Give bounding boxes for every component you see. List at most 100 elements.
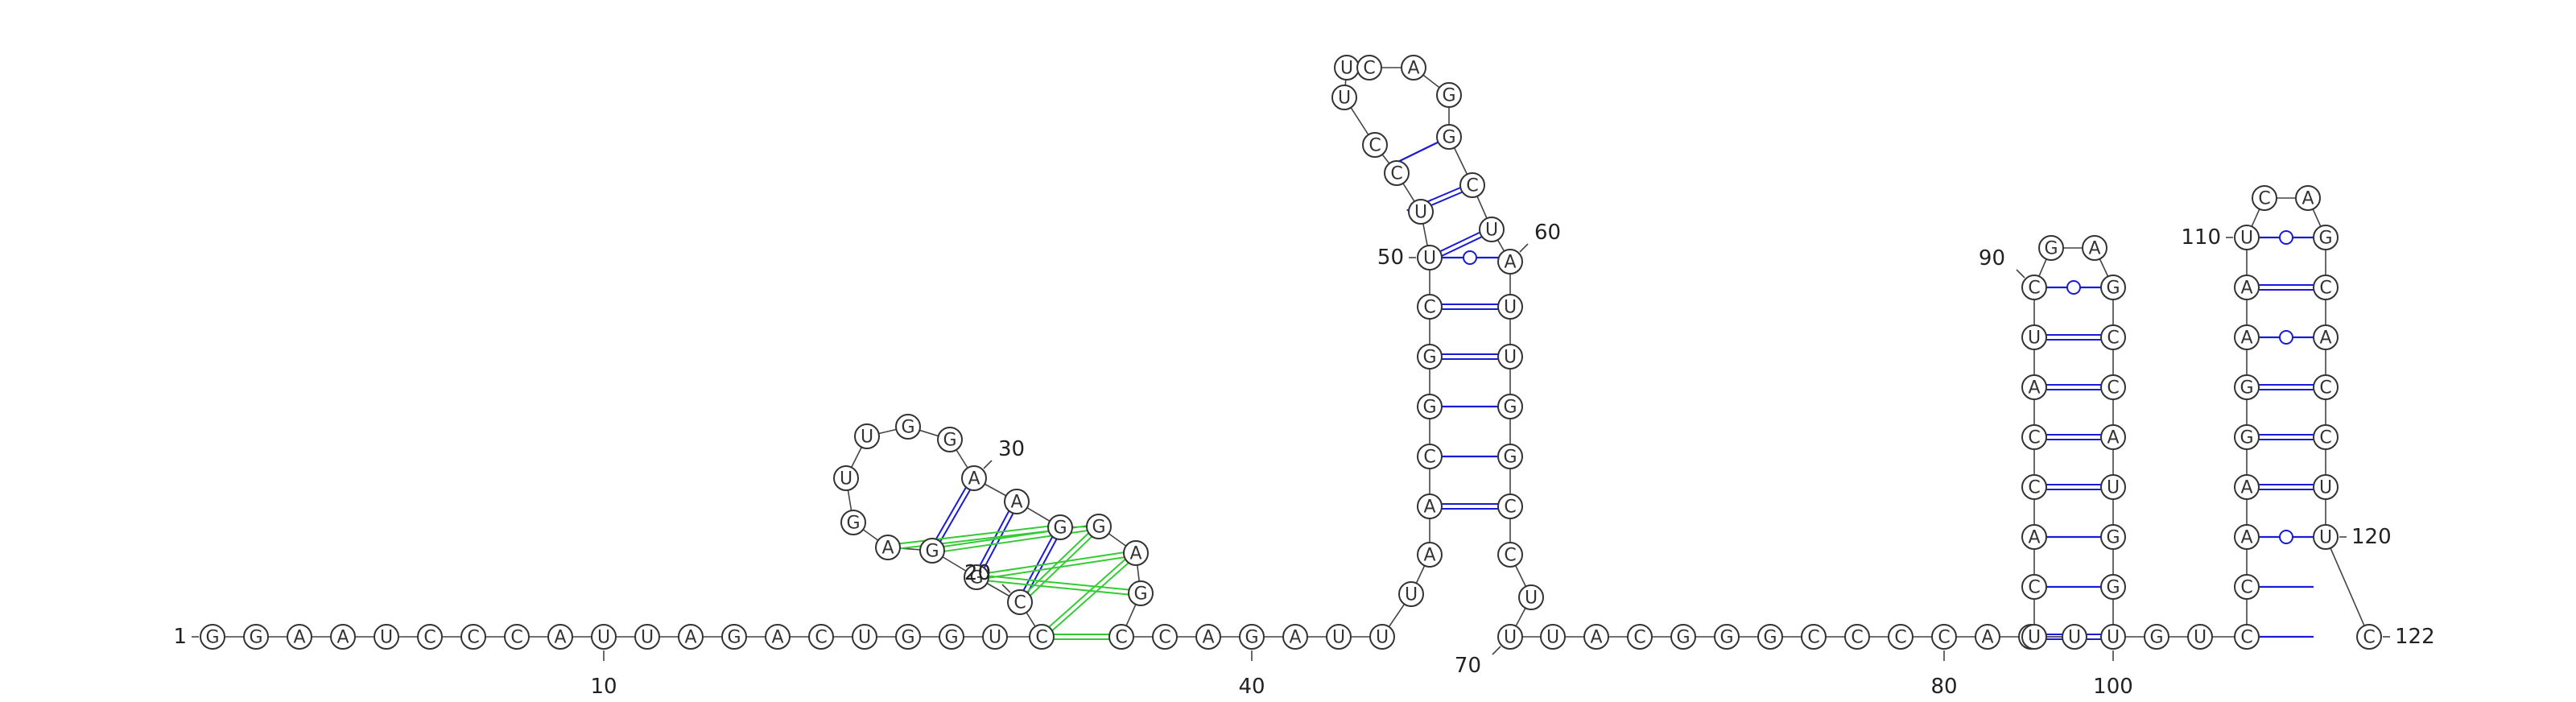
nucleotide-circle bbox=[1417, 542, 1443, 568]
nucleotide-circle bbox=[1931, 624, 1957, 650]
base-pair-28-a bbox=[979, 510, 1010, 566]
nucleotide-118: C bbox=[2313, 374, 2339, 400]
nucleotide-letter: G bbox=[2044, 239, 2058, 259]
nucleotide-88: C bbox=[2021, 424, 2047, 450]
base-pair-27-b bbox=[939, 489, 971, 543]
nucleotide-59: G bbox=[1436, 124, 1462, 150]
nucleotide-circle bbox=[1844, 624, 1870, 650]
nucleotide-circle bbox=[1398, 581, 1424, 607]
nucleotide-100: G bbox=[2100, 574, 2126, 600]
nucleotide-circle bbox=[200, 624, 225, 650]
nucleotide-circle bbox=[1497, 493, 1523, 519]
nucleotide-circle bbox=[2295, 185, 2321, 211]
nucleotide-circle bbox=[1007, 589, 1033, 615]
nucleotide-108: G bbox=[2234, 424, 2260, 450]
nucleotide-109: G bbox=[2234, 374, 2260, 400]
nucleotide-letter: U bbox=[1485, 221, 1498, 241]
nucleotide-circle bbox=[2356, 624, 2382, 650]
nucleotide-letter: G bbox=[1763, 628, 1777, 648]
nucleotide-circle bbox=[840, 510, 866, 535]
nucleotide-71: U bbox=[1540, 624, 1566, 650]
nucleotide-letter: G bbox=[925, 542, 939, 562]
nucleotide-letter: C bbox=[2319, 428, 2331, 448]
nucleotide-letter: C bbox=[2028, 428, 2040, 448]
position-label-80: 80 bbox=[1930, 675, 1957, 699]
nucleotide-circle bbox=[875, 535, 901, 560]
nucleotide-letter: U bbox=[1525, 588, 1538, 609]
nucleotide-letter: C bbox=[2028, 578, 2040, 598]
nucleotide-circle bbox=[2021, 524, 2047, 550]
nucleotide-letter: A bbox=[1407, 59, 1419, 79]
nucleotide-circle bbox=[1417, 294, 1443, 320]
nucleotide-circle bbox=[1479, 217, 1505, 242]
nucleotide-circle bbox=[1239, 624, 1265, 650]
nucleotide-letter: C bbox=[2028, 478, 2040, 498]
nucleotide-circle bbox=[1436, 82, 1462, 108]
nucleotide-5: U bbox=[374, 624, 399, 650]
nucleotide-36: C bbox=[1108, 624, 1134, 650]
nucleotide-circle bbox=[374, 624, 399, 650]
nucleotide-78: C bbox=[1844, 624, 1870, 650]
nucleotide-110: A bbox=[2234, 324, 2260, 350]
nucleotide-letter: G bbox=[1422, 398, 1436, 418]
base-pair-layer bbox=[935, 141, 2314, 640]
nucleotide-letter: U bbox=[2068, 628, 2081, 648]
nucleotide-letter: G bbox=[944, 628, 958, 648]
nucleotide-letter: G bbox=[2106, 528, 2120, 548]
nucleotide-16: U bbox=[852, 624, 877, 650]
nucleotide-letter: U bbox=[2240, 229, 2253, 249]
nucleotide-115: G bbox=[2313, 225, 2339, 250]
nucleotide-circle bbox=[1497, 344, 1523, 370]
nucleotide-letter: U bbox=[1414, 203, 1427, 223]
nucleotide-circle bbox=[1518, 584, 1544, 610]
nucleotide-letter: G bbox=[943, 431, 956, 451]
nucleotide-letter: C bbox=[1807, 628, 1819, 648]
backbone-link-121 bbox=[2325, 536, 2370, 638]
nucleotide-circle bbox=[1497, 394, 1523, 419]
nucleotide-43: U bbox=[1398, 581, 1424, 607]
pseudoknot-pair-4-a bbox=[1030, 535, 1092, 597]
nucleotide-17: G bbox=[895, 624, 921, 650]
nucleotide-120: U bbox=[2313, 474, 2339, 500]
nucleotide-83: U bbox=[2062, 624, 2087, 650]
nucleotide-63: U bbox=[1497, 294, 1523, 320]
nucleotide-letter: G bbox=[205, 628, 219, 648]
position-label-120: 120 bbox=[2351, 525, 2392, 549]
nucleotide-letter: C bbox=[2107, 378, 2119, 398]
nucleotide-letter: C bbox=[1851, 628, 1863, 648]
nucleotide-44: A bbox=[1417, 542, 1443, 568]
nucleotide-letter: C bbox=[1035, 628, 1047, 648]
position-label-122: 122 bbox=[2395, 625, 2435, 649]
nucleotide-circle bbox=[1108, 624, 1134, 650]
nucleotide-letter: C bbox=[2107, 328, 2119, 349]
nucleotide-letter: G bbox=[2240, 378, 2253, 398]
backbone-layer bbox=[213, 67, 2370, 638]
nucleotide-30: A bbox=[961, 465, 987, 491]
nucleotide-61: U bbox=[1479, 217, 1505, 242]
nucleotide-38: A bbox=[1195, 624, 1221, 650]
nucleotide-circle bbox=[2062, 624, 2087, 650]
nucleotide-circle bbox=[1670, 624, 1696, 650]
nucleotide-circle bbox=[330, 624, 356, 650]
position-label-30: 30 bbox=[998, 437, 1025, 461]
nucleotide-letter: G bbox=[1133, 584, 1147, 605]
nucleotide-circle bbox=[1627, 624, 1653, 650]
nucleotide-41: U bbox=[1326, 624, 1352, 650]
nucleotide-letter: G bbox=[2318, 229, 2332, 249]
nucleotide-circle bbox=[2100, 574, 2126, 600]
nucleotide-letter: C bbox=[1115, 628, 1127, 648]
nucleotide-circle bbox=[2234, 574, 2260, 600]
nucleotide-letter: A bbox=[968, 469, 980, 489]
nucleotide-letter: A bbox=[2107, 428, 2119, 448]
nucleotide-8: C bbox=[504, 624, 530, 650]
nucleotide-letter: U bbox=[2028, 328, 2041, 349]
nucleotide-letter: A bbox=[1504, 253, 1516, 273]
nucleotide-letter: C bbox=[2319, 378, 2331, 398]
nucleotide-letter: G bbox=[1503, 448, 1517, 468]
nucleotide-10: U bbox=[591, 624, 617, 650]
nucleotide-4: A bbox=[330, 624, 356, 650]
nucleotide-letter: U bbox=[2319, 478, 2332, 498]
nucleotide-letter: A bbox=[2240, 528, 2252, 548]
nucleotide-circle bbox=[547, 624, 573, 650]
nucleotide-57: A bbox=[1401, 55, 1426, 81]
